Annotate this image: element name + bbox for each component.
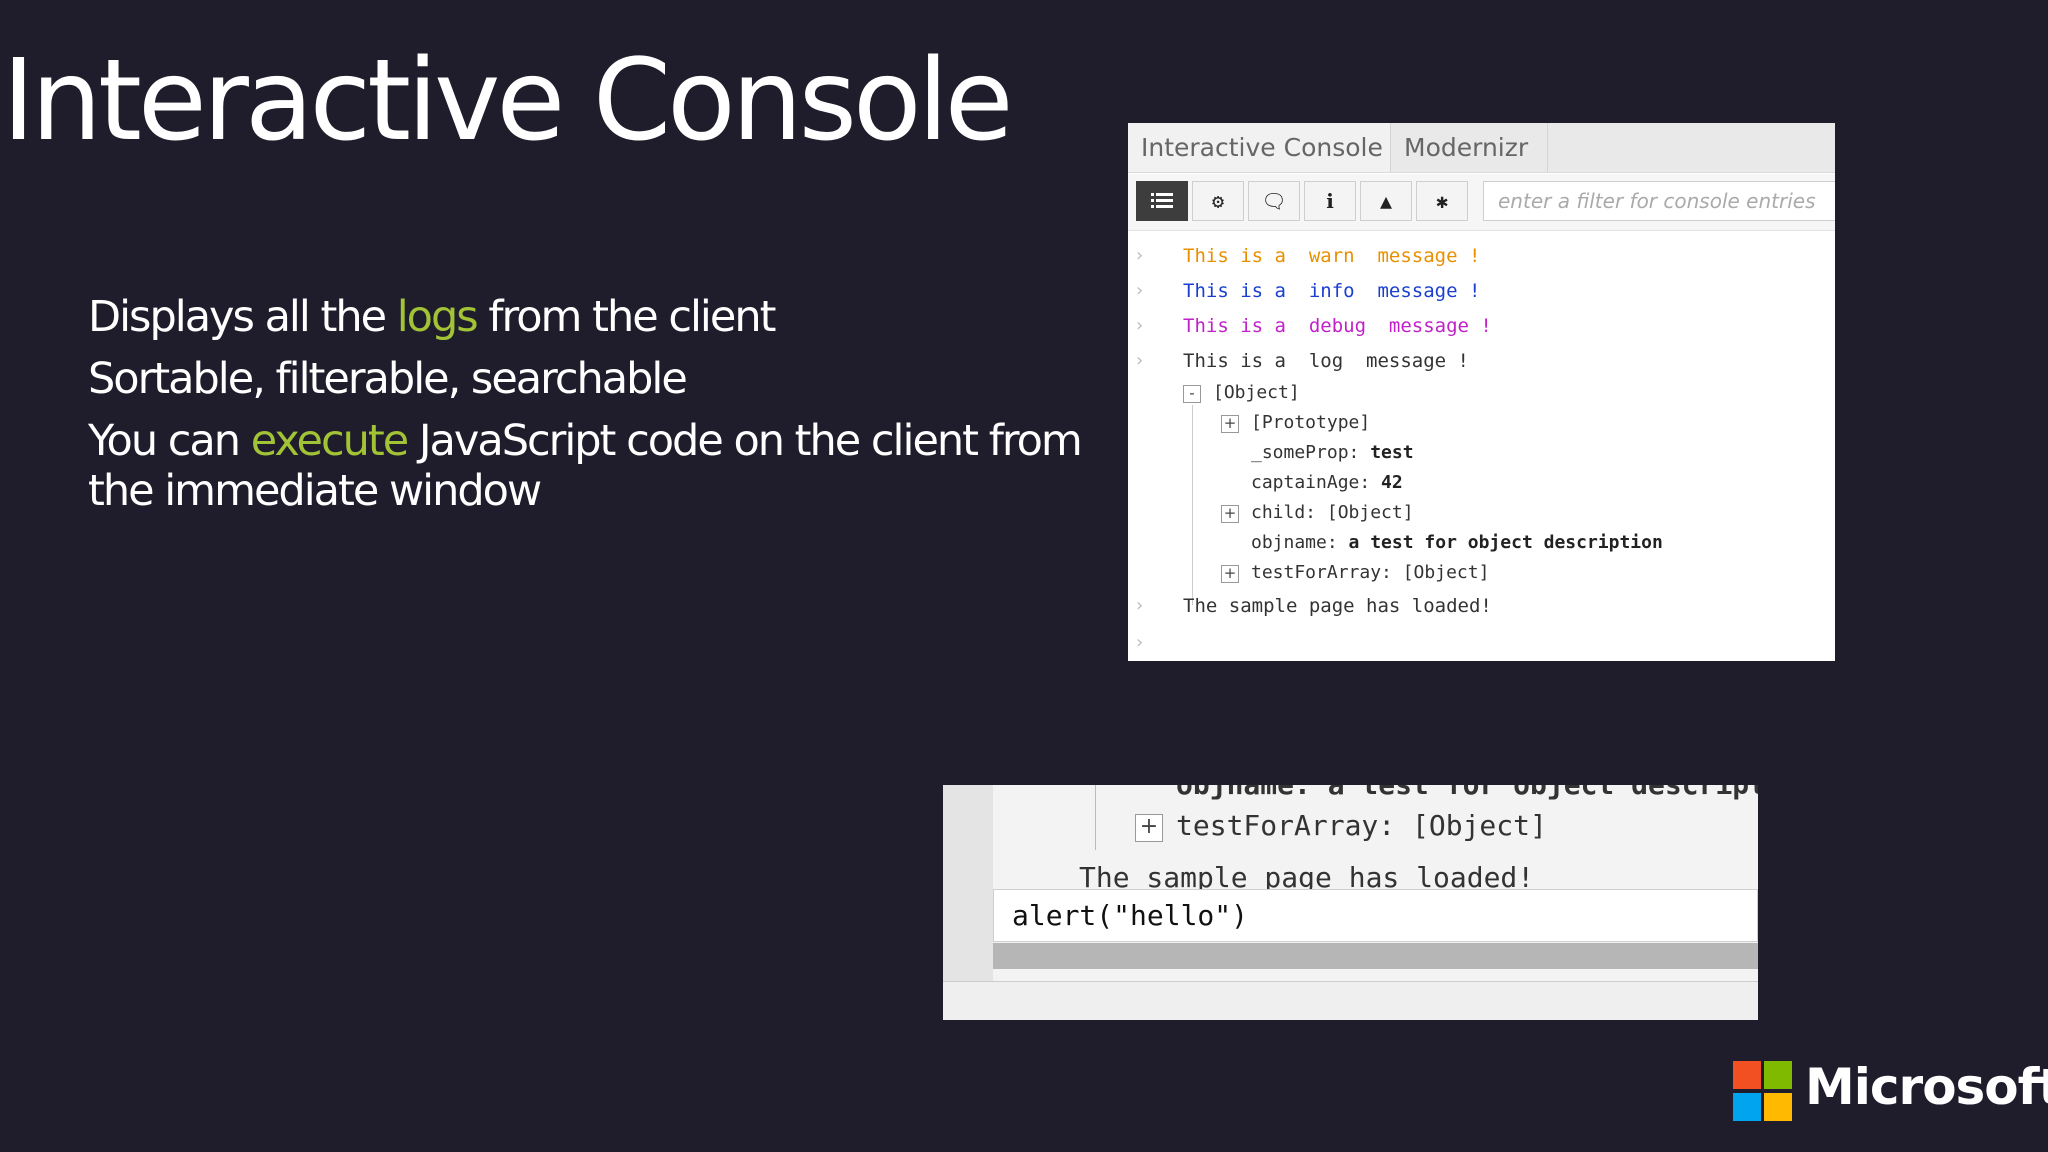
warning-icon: ▲ (1379, 189, 1393, 213)
collapse-toggle[interactable]: - (1183, 385, 1201, 403)
entry-text: This is a log message ! (1183, 350, 1469, 372)
chevron-right-icon: › (1136, 595, 1144, 616)
console-window: Interactive Console Modernizr ⚙ 🗨 i ▲ ✱ … (1128, 123, 1835, 661)
chevron-right-icon: › (1136, 315, 1144, 336)
debug-button[interactable]: ✱ (1416, 181, 1468, 221)
console-tab-bar: Interactive Console Modernizr (1128, 123, 1835, 173)
bullet-list: Displays all the logs from the client So… (88, 292, 1088, 528)
chevron-right-icon: › (1136, 632, 1144, 653)
prop-value: 42 (1381, 472, 1403, 493)
tree-guide-line (1192, 405, 1193, 605)
tree-child: child: [Object] (1251, 502, 1414, 523)
settings-button[interactable]: ⚙ (1192, 181, 1244, 221)
zoom-bottom-bar (943, 981, 1758, 1020)
object-label: [Object] (1213, 382, 1300, 403)
prop-key: captainAge: (1251, 472, 1382, 493)
comments-icon: 🗨 (1261, 189, 1287, 213)
slide-title: Interactive Console (2, 36, 1014, 166)
chevron-right-icon: › (1136, 280, 1144, 301)
tree-testforarray: testForArray: [Object] (1251, 562, 1490, 583)
tree-prototype: [Prototype] (1251, 412, 1371, 433)
chevron-right-icon: › (1136, 350, 1144, 371)
tree-guide-line (1095, 785, 1096, 850)
bullet-text: You can (88, 416, 251, 466)
bullet-sortable: Sortable, filterable, searchable (88, 354, 1088, 404)
list-icon (1151, 193, 1173, 208)
bullet-text: from the client (476, 292, 776, 342)
gutter (943, 785, 993, 985)
prop-key: objname: (1251, 532, 1349, 553)
entry-text: This is a debug message ! (1183, 315, 1492, 337)
expand-toggle[interactable]: + (1221, 415, 1239, 433)
expand-toggle[interactable]: + (1221, 565, 1239, 583)
info-button[interactable]: i (1304, 181, 1356, 221)
expand-toggle[interactable]: + (1135, 814, 1163, 842)
bullet-accent: logs (396, 292, 479, 342)
horizontal-scrollbar[interactable] (993, 943, 1758, 969)
prop-value: a test for object description (1348, 532, 1663, 553)
tab-modernizr[interactable]: Modernizr (1391, 123, 1548, 172)
prop-key: _someProp: (1251, 442, 1371, 463)
bullet-logs: Displays all the logs from the client (88, 292, 1088, 342)
microsoft-logo-icon (1733, 1061, 1792, 1121)
immediate-input[interactable] (993, 889, 1758, 942)
partial-objname: objname: a test for object descriptio (1176, 785, 1758, 801)
console-filter-input[interactable] (1483, 181, 1835, 221)
entry-text: This is a warn message ! (1183, 245, 1481, 267)
tree-captainage: captainAge: 42 (1251, 469, 1403, 497)
microsoft-wordmark: Microsoft (1805, 1058, 2048, 1116)
bullet-text: Sortable, filterable, searchable (88, 354, 688, 404)
show-all-button[interactable] (1136, 181, 1188, 221)
info-icon: i (1326, 189, 1334, 213)
bullet-execute: You can execute JavaScript code on the c… (88, 416, 1088, 516)
messages-button[interactable]: 🗨 (1248, 181, 1300, 221)
warnings-button[interactable]: ▲ (1360, 181, 1412, 221)
entry-text: The sample page has loaded! (1183, 595, 1492, 617)
entry-text: This is a info message ! (1183, 280, 1481, 302)
immediate-window-zoom: objname: a test for object descriptio + … (943, 785, 1758, 1020)
tree-someprop: _someProp: test (1251, 439, 1414, 467)
loaded-partial: The sample page has loaded! (1079, 861, 1535, 894)
tab-interactive-console[interactable]: Interactive Console (1128, 123, 1391, 172)
chevron-right-icon: › (1136, 245, 1144, 266)
gears-icon: ⚙ (1211, 189, 1225, 213)
bullet-accent: execute (250, 416, 409, 466)
bug-icon: ✱ (1435, 189, 1449, 213)
bullet-text: Displays all the (88, 292, 397, 342)
prop-value: test (1370, 442, 1414, 463)
tree-objname: objname: a test for object description (1251, 529, 1663, 557)
bullet-text: JavaScript code on the client from the i… (88, 416, 1083, 516)
console-toolbar: ⚙ 🗨 i ▲ ✱ (1128, 174, 1835, 231)
expand-toggle[interactable]: + (1221, 505, 1239, 523)
tree-testforarray: testForArray: [Object] (1176, 809, 1547, 842)
